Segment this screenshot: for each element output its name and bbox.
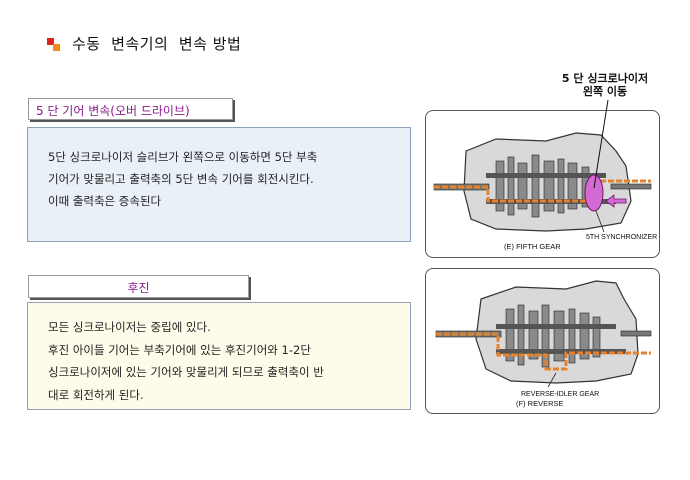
callout-line-1: 5 단 싱크로나이저: [561, 72, 649, 85]
text-line: 대로 회전하게 된다.: [48, 387, 144, 402]
section-tab-reverse: 후진: [28, 275, 249, 298]
text-line: 5단 싱크로나이저 슬리브가 왼쪽으로 이동하면 5단 부축: [48, 150, 318, 164]
page-title: 수동 변속기의 변속 방법: [72, 35, 242, 53]
diagram-label-component: 5TH SYNCHRONIZER: [586, 234, 657, 241]
diagram-caption: (E) FIFTH GEAR: [504, 242, 561, 251]
text-line: 모든 싱크로나이저는 중립에 있다.: [48, 320, 211, 334]
transmission-cutaway-image: REVERSE-IDLER GEAR (F) REVERSE: [435, 280, 652, 408]
diagram-caption: (F) REVERSE: [516, 399, 564, 408]
callout-line-2: 왼쪽 이동: [582, 85, 628, 98]
fifth-gear-diagram: 5TH SYNCHRONIZER (E) FIFTH GEAR: [425, 110, 660, 258]
text-line: 싱크로나이저에 있는 기어와 맞물리게 되므로 출력축이 반: [48, 365, 324, 379]
diagram-label-component: REVERSE-IDLER GEAR: [521, 391, 599, 398]
text-line: 기어가 맞물리고 출력축의 5단 변속 기어를 회전시킨다.: [48, 172, 314, 186]
synchronizer-callout: 5 단 싱크로나이저 왼쪽 이동: [545, 72, 665, 98]
reverse-gear-diagram: REVERSE-IDLER GEAR (F) REVERSE: [425, 268, 660, 414]
section-text-fifth-gear: 5단 싱크로나이저 슬리브가 왼쪽으로 이동하면 5단 부축 기어가 맞물리고 …: [27, 127, 411, 242]
section-text-reverse: 모든 싱크로나이저는 중립에 있다. 후진 아이들 기어는 부축기어에 있는 후…: [27, 302, 411, 410]
title-bullet-icon: [47, 38, 65, 52]
text-line: 후진 아이들 기어는 부축기어에 있는 후진기어와 1-2단: [48, 342, 311, 357]
transmission-cutaway-image: 5TH SYNCHRONIZER (E) FIFTH GEAR: [433, 132, 657, 251]
text-line: 이때 출력축은 증속된다: [48, 194, 162, 208]
section-tab-fifth-gear: 5 단 기어 변속(오버 드라이브): [28, 98, 233, 120]
